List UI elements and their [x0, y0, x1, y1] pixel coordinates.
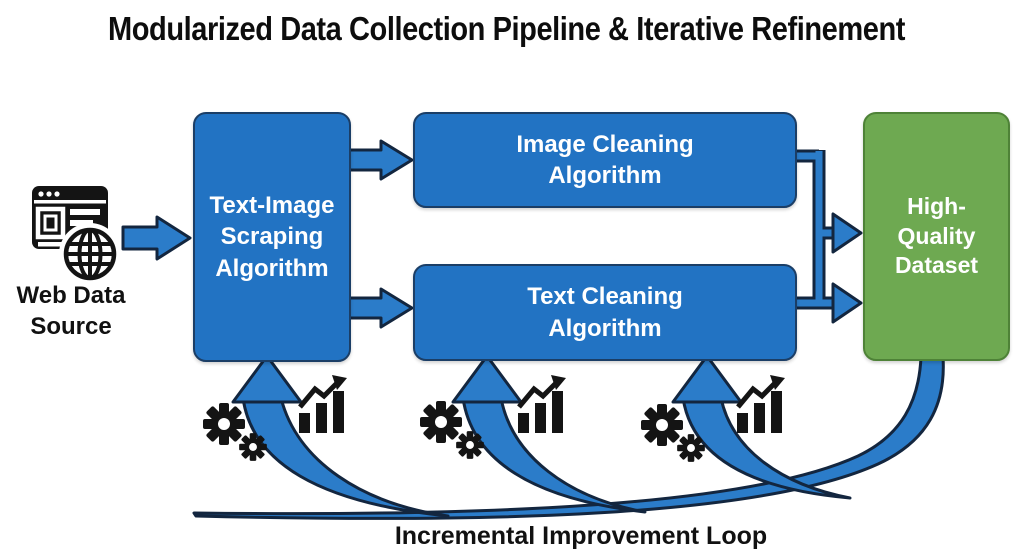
web-data-source-icon: [0, 178, 130, 295]
arrow-source-to-scraping: [121, 215, 192, 261]
growth-chart-icon: [299, 375, 347, 433]
loop-branch-to-scraping: [241, 396, 450, 518]
connector-cleaning-to-dataset: [792, 151, 836, 307]
node-high-quality-dataset: High- Quality Dataset: [863, 112, 1010, 361]
loop-branch-to-text-cleaning-right: [681, 396, 852, 500]
node-text-cleaning: Text Cleaning Algorithm: [413, 264, 797, 361]
connector-cleaning-to-dataset-outline: [792, 149, 836, 310]
loop-label: Incremental Improvement Loop: [394, 522, 768, 550]
loop-branch-to-text-cleaning-left: [461, 396, 647, 514]
arrow-scraping-to-image-cleaning: [345, 139, 414, 181]
arrowhead-image-cleaning-to-dataset: [831, 212, 863, 254]
loop-arrowhead-scraping: [231, 354, 303, 404]
loop-arrowhead-text-cleaning-left: [451, 354, 523, 404]
node-text-image-scraping: Text-Image Scraping Algorithm: [193, 112, 351, 362]
growth-chart-icon: [737, 375, 785, 433]
loop-arrowhead-text-cleaning-right: [671, 354, 743, 404]
node-image-cleaning: Image Cleaning Algorithm: [413, 112, 797, 208]
web-data-source-label: Web Data Source: [16, 282, 126, 340]
loop-ribbon: [192, 355, 945, 520]
arrow-scraping-to-text-cleaning: [345, 287, 414, 329]
growth-chart-icon: [518, 375, 566, 433]
arrowhead-text-cleaning-to-dataset: [831, 282, 863, 324]
browser-globe-icon: [32, 186, 121, 285]
diagram-title: Modularized Data Collection Pipeline & I…: [107, 10, 906, 47]
